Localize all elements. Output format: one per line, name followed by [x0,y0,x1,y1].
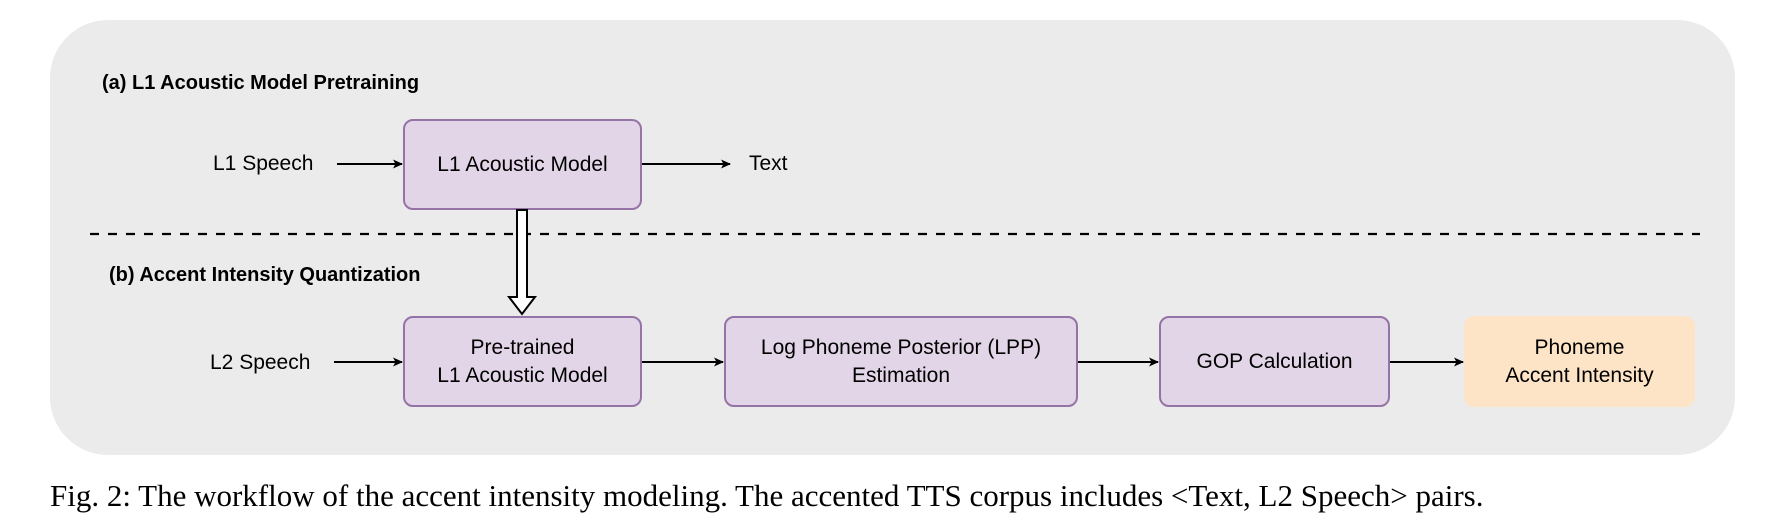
l2-speech-label: L2 Speech [210,351,311,374]
transfer-arrow [506,209,538,316]
text-output-label: Text [749,152,788,175]
lpp-estimation-box: Log Phoneme Posterior (LPP) Estimation [724,316,1078,407]
gop-calculation-box: GOP Calculation [1159,316,1390,407]
section-b-title: (b) Accent Intensity Quantization [109,264,421,286]
lpp-estimation-line1: Log Phoneme Posterior (LPP) [760,335,1042,359]
gop-calculation-label: GOP Calculation [1196,349,1353,373]
lpp-estimation-line2: Estimation [851,363,951,387]
figure-caption: Fig. 2: The workflow of the accent inten… [50,478,1484,513]
l1-speech-label: L1 Speech [213,152,314,175]
phoneme-accent-intensity-line2: Accent Intensity [1505,363,1654,387]
pretrained-model-box: Pre-trained L1 Acoustic Model [403,316,642,407]
l1-acoustic-model-label: L1 Acoustic Model [437,152,608,176]
section-a-title: (a) L1 Acoustic Model Pretraining [102,72,420,94]
phoneme-accent-intensity-box: Phoneme Accent Intensity [1464,316,1695,407]
pretrained-model-line2: L1 Acoustic Model [437,363,608,387]
phoneme-accent-intensity-line1: Phoneme [1534,335,1625,359]
pretrained-model-line1: Pre-trained [470,335,575,359]
